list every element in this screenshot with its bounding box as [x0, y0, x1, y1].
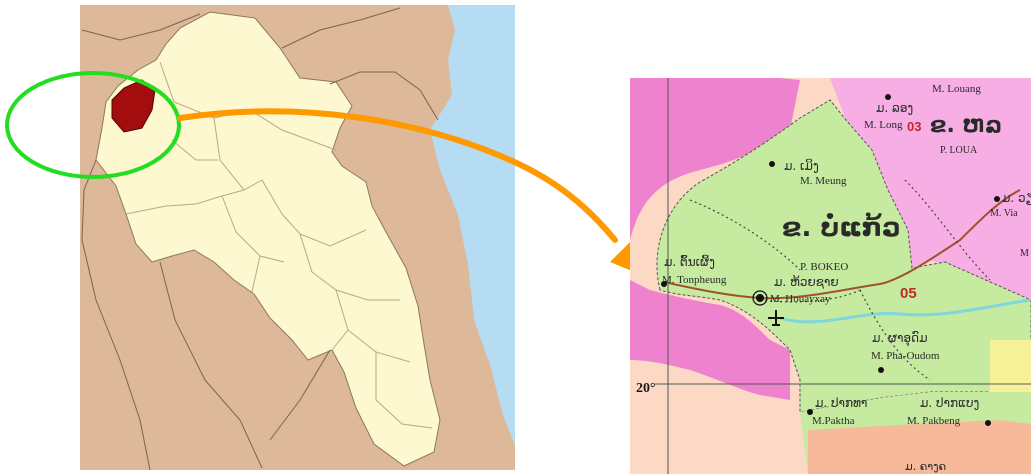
neighbor-borders: [81, 7, 439, 471]
neighbor-title-latin: P. LOUA: [940, 145, 978, 156]
label-phaoudom-latin: M. Pha-Oudom: [871, 350, 940, 362]
detail-map: M. Louang ມ. ລອງ M. Long 03 ຂ. ຫລ P. LOU…: [630, 78, 1031, 474]
light-blue-river: [779, 298, 1031, 324]
callout-arrow: [177, 108, 618, 243]
label-houayxay-latin: M. Houayxay: [770, 293, 831, 305]
town-dot-tonpheung: [661, 281, 667, 287]
label-houayxay-lao: ມ. ຫ້ວຍຊາຍ: [774, 274, 839, 289]
town-dot-paktha: [807, 409, 813, 415]
laos-country[interactable]: [95, 11, 441, 467]
capital-ring: [752, 290, 768, 306]
label-long-lao: ມ. ລອງ: [876, 101, 913, 115]
dotted-boundaries: [689, 179, 991, 381]
label-tonpheung-latin: M. Tonpheung: [662, 274, 727, 286]
top-cut-label: M. Louang: [932, 83, 981, 95]
mekong-river: [630, 78, 800, 240]
latitude-label: 20°: [636, 381, 656, 396]
town-dot-meung: [769, 161, 775, 167]
label-via-lao: ມ. ວຽງ: [1002, 191, 1031, 205]
label-paktha-lao: ມ. ປາກທາ: [815, 396, 867, 410]
label-meung-latin: M. Meung: [800, 175, 847, 187]
bokeo-province[interactable]: [656, 99, 1031, 413]
province-title-lao: ຂ. ບໍ່ແກ້ວ: [782, 211, 901, 243]
town-dot-phaoudom: [878, 367, 884, 373]
river-band: [630, 280, 790, 400]
neighbor-title-lao: ຂ. ຫລ: [930, 113, 1002, 138]
label-paktha-latin: M.Paktha: [812, 415, 855, 427]
province-bokeo-highlight[interactable]: [111, 79, 156, 133]
label-phaoudom-lao: ມ. ຜາອຸດົມ: [872, 331, 928, 347]
overview-map: [80, 5, 515, 471]
town-dot-pakbeng: [985, 420, 991, 426]
province-code-05: 05: [900, 285, 917, 302]
brown-river: [663, 189, 1021, 300]
label-pakbeng-lao: ມ. ປາກແບງ: [920, 396, 979, 410]
town-dot-via: [994, 196, 1000, 202]
label-tonpheung-lao: ມ. ຕົ້ນເຜິ້ງ: [664, 254, 715, 269]
province-title-latin: P. BOKEO: [800, 261, 848, 273]
label-via-latin: M. Via: [990, 208, 1018, 219]
town-dot-long: [885, 94, 891, 100]
neighbor-province: [830, 78, 1031, 300]
province-borders: [125, 61, 433, 429]
province-code-03: 03: [907, 119, 921, 134]
label-long-latin: M. Long: [864, 119, 903, 131]
label-pakbeng-latin: M. Pakbeng: [907, 415, 961, 427]
town-markers: [661, 94, 1000, 426]
yellow-zone: [990, 340, 1031, 392]
town-dot-houayxay: [756, 294, 764, 302]
label-meung-lao: ມ. ເມິງ: [784, 158, 819, 173]
southern-zone: [808, 420, 1031, 474]
label-misc-right: M: [1020, 248, 1029, 259]
highlight-circle: [5, 71, 181, 179]
sea-area: [430, 5, 515, 445]
airport-icon: [768, 310, 784, 326]
label-misc-bottom: ມ. ຄາງຄ: [905, 460, 946, 473]
